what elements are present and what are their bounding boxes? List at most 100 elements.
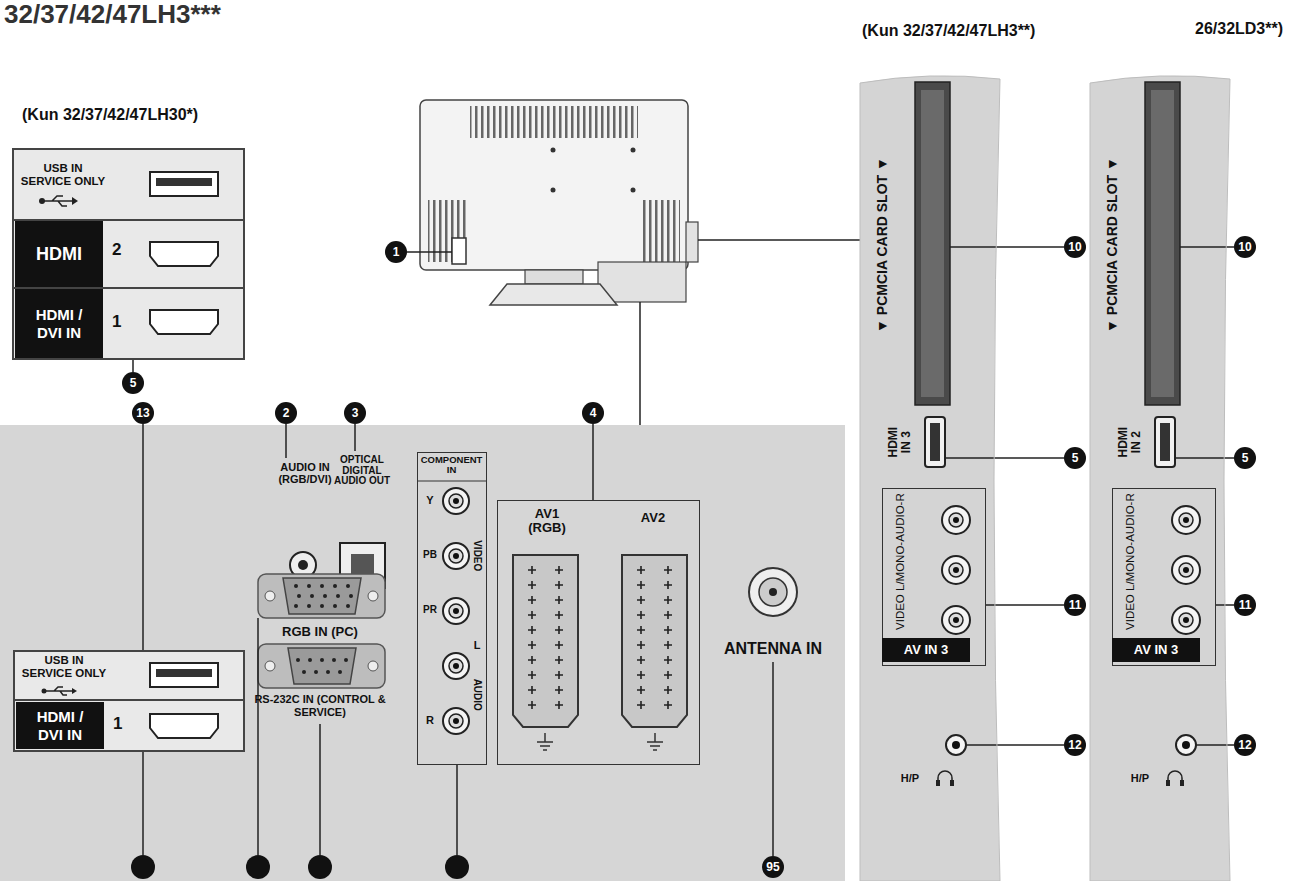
- port-label: R: [420, 714, 440, 727]
- connector-pins: [528, 656, 536, 664]
- callout-circle: [1064, 236, 1086, 258]
- rear-panel: [258, 644, 385, 688]
- connector-pins: [555, 626, 563, 634]
- connector-pins: [664, 626, 672, 634]
- callout-number: 5: [122, 372, 144, 394]
- connector-pins: [528, 611, 536, 619]
- connector-pins: [637, 641, 645, 649]
- connector-pins: [637, 611, 645, 619]
- connector-pins: [555, 671, 563, 679]
- rear-panel: [622, 555, 687, 727]
- callout-number: 11: [1064, 594, 1086, 616]
- connector-pins: [528, 596, 536, 604]
- port-label: VIDEO: [471, 531, 483, 581]
- connector-pins: [637, 581, 645, 589]
- connector-pins: [555, 686, 563, 694]
- model-heading: (Kun 32/37/42/47LH30*): [22, 106, 262, 124]
- top-panel: [150, 172, 218, 196]
- connector-pins: [555, 596, 563, 604]
- leader-line: [945, 457, 1064, 459]
- leader-line: [772, 662, 774, 856]
- top-panel: [12, 148, 245, 360]
- connector-pins: [310, 594, 314, 598]
- rear-panel: [0, 425, 845, 881]
- rear-panel: [265, 591, 275, 601]
- tv-back: [640, 200, 680, 262]
- connector-pins: [637, 671, 645, 679]
- connector-pins: [349, 594, 353, 598]
- callout-circle: [344, 402, 366, 424]
- top-panel: [156, 178, 212, 186]
- port-label: HDMI / DVI IN: [15, 289, 103, 358]
- leader-line: [285, 424, 287, 458]
- port-label: AUDIO: [471, 672, 483, 718]
- port-label: COMPONENT IN: [418, 455, 485, 475]
- port-label: RS-232C IN (CONTROL & SERVICE): [250, 693, 390, 718]
- connector-pins: [664, 686, 672, 694]
- leader-line: [986, 604, 1064, 606]
- callout-number: 95: [762, 856, 784, 878]
- callout-dot: [445, 855, 469, 879]
- leader-line: [142, 424, 144, 650]
- connector-pins: [320, 658, 324, 662]
- component-group: COMPONENT INVIDEOYPBPRLAUDIOR: [417, 452, 487, 765]
- callout-dot: [246, 855, 270, 879]
- top-panel: [150, 242, 218, 266]
- callout-circle: [385, 241, 407, 263]
- connector-pins: [443, 653, 469, 679]
- connector-pins: [664, 566, 672, 574]
- side-panel: VIDEO L/MONO-AUDIO-RAV IN 3▼ PCMCIA CARD…: [1090, 75, 1230, 881]
- leader-line: [966, 744, 1064, 746]
- callout-circle: [762, 856, 784, 878]
- connector-pins: [664, 611, 672, 619]
- connector-pins: [528, 671, 536, 679]
- leader-line: [257, 618, 259, 855]
- connector-panel: USB IN SERVICE ONLYHDMI2HDMI / DVI IN1: [12, 148, 245, 360]
- leader-line: [639, 302, 641, 425]
- rear-panel: [298, 560, 308, 570]
- rear-panel: [258, 574, 385, 618]
- rear-panel: [283, 578, 361, 614]
- callout-circle: [1234, 236, 1256, 258]
- port-label: H/P: [1120, 772, 1160, 785]
- connector-pins: [443, 543, 469, 569]
- connector-pins: [297, 594, 301, 598]
- connector-pins: [664, 641, 672, 649]
- model-heading: (Kun 32/37/42/47LH3**): [862, 22, 1087, 40]
- callout-circle: [1064, 447, 1086, 469]
- connector-pins: [449, 604, 463, 618]
- side-panels: [860, 76, 1000, 881]
- connector-pins: [443, 598, 469, 624]
- callout-number: 13: [132, 402, 154, 424]
- connector-pins: [453, 663, 459, 669]
- connector-pins: [528, 581, 536, 589]
- connector-pins: [449, 659, 463, 673]
- callout-circle: [582, 402, 604, 424]
- rear-panel: [156, 669, 212, 677]
- top-panel: [39, 198, 45, 204]
- port-label: PB: [419, 549, 441, 561]
- callout-number: 12: [1234, 734, 1256, 756]
- scart-group: AV1 (RGB)AV2: [497, 500, 700, 765]
- side-panels: [860, 76, 1230, 881]
- connector-pins: [443, 708, 469, 734]
- port-label: 1: [112, 312, 132, 332]
- connector-pins: [307, 584, 311, 588]
- top-panel: [12, 148, 245, 360]
- connector-pins: [555, 656, 563, 664]
- av-input-group: VIDEO L/MONO-AUDIO-RAV IN 3: [1112, 488, 1216, 666]
- callout-dot: [131, 855, 155, 879]
- port-label: VIDEO L/MONO-AUDIO-R: [894, 489, 907, 633]
- connector-pins: [555, 566, 563, 574]
- tv-back: [551, 188, 556, 193]
- port-label: HDMI / DVI IN: [16, 702, 104, 749]
- rear-panel: [418, 480, 487, 481]
- leader-line: [142, 752, 144, 855]
- callout-circle: [1234, 734, 1256, 756]
- connector-pins: [528, 566, 536, 574]
- callout-number: 4: [582, 402, 604, 424]
- connector-pins: [664, 671, 672, 679]
- connector-pins: [332, 658, 336, 662]
- connector-pins: [449, 549, 463, 563]
